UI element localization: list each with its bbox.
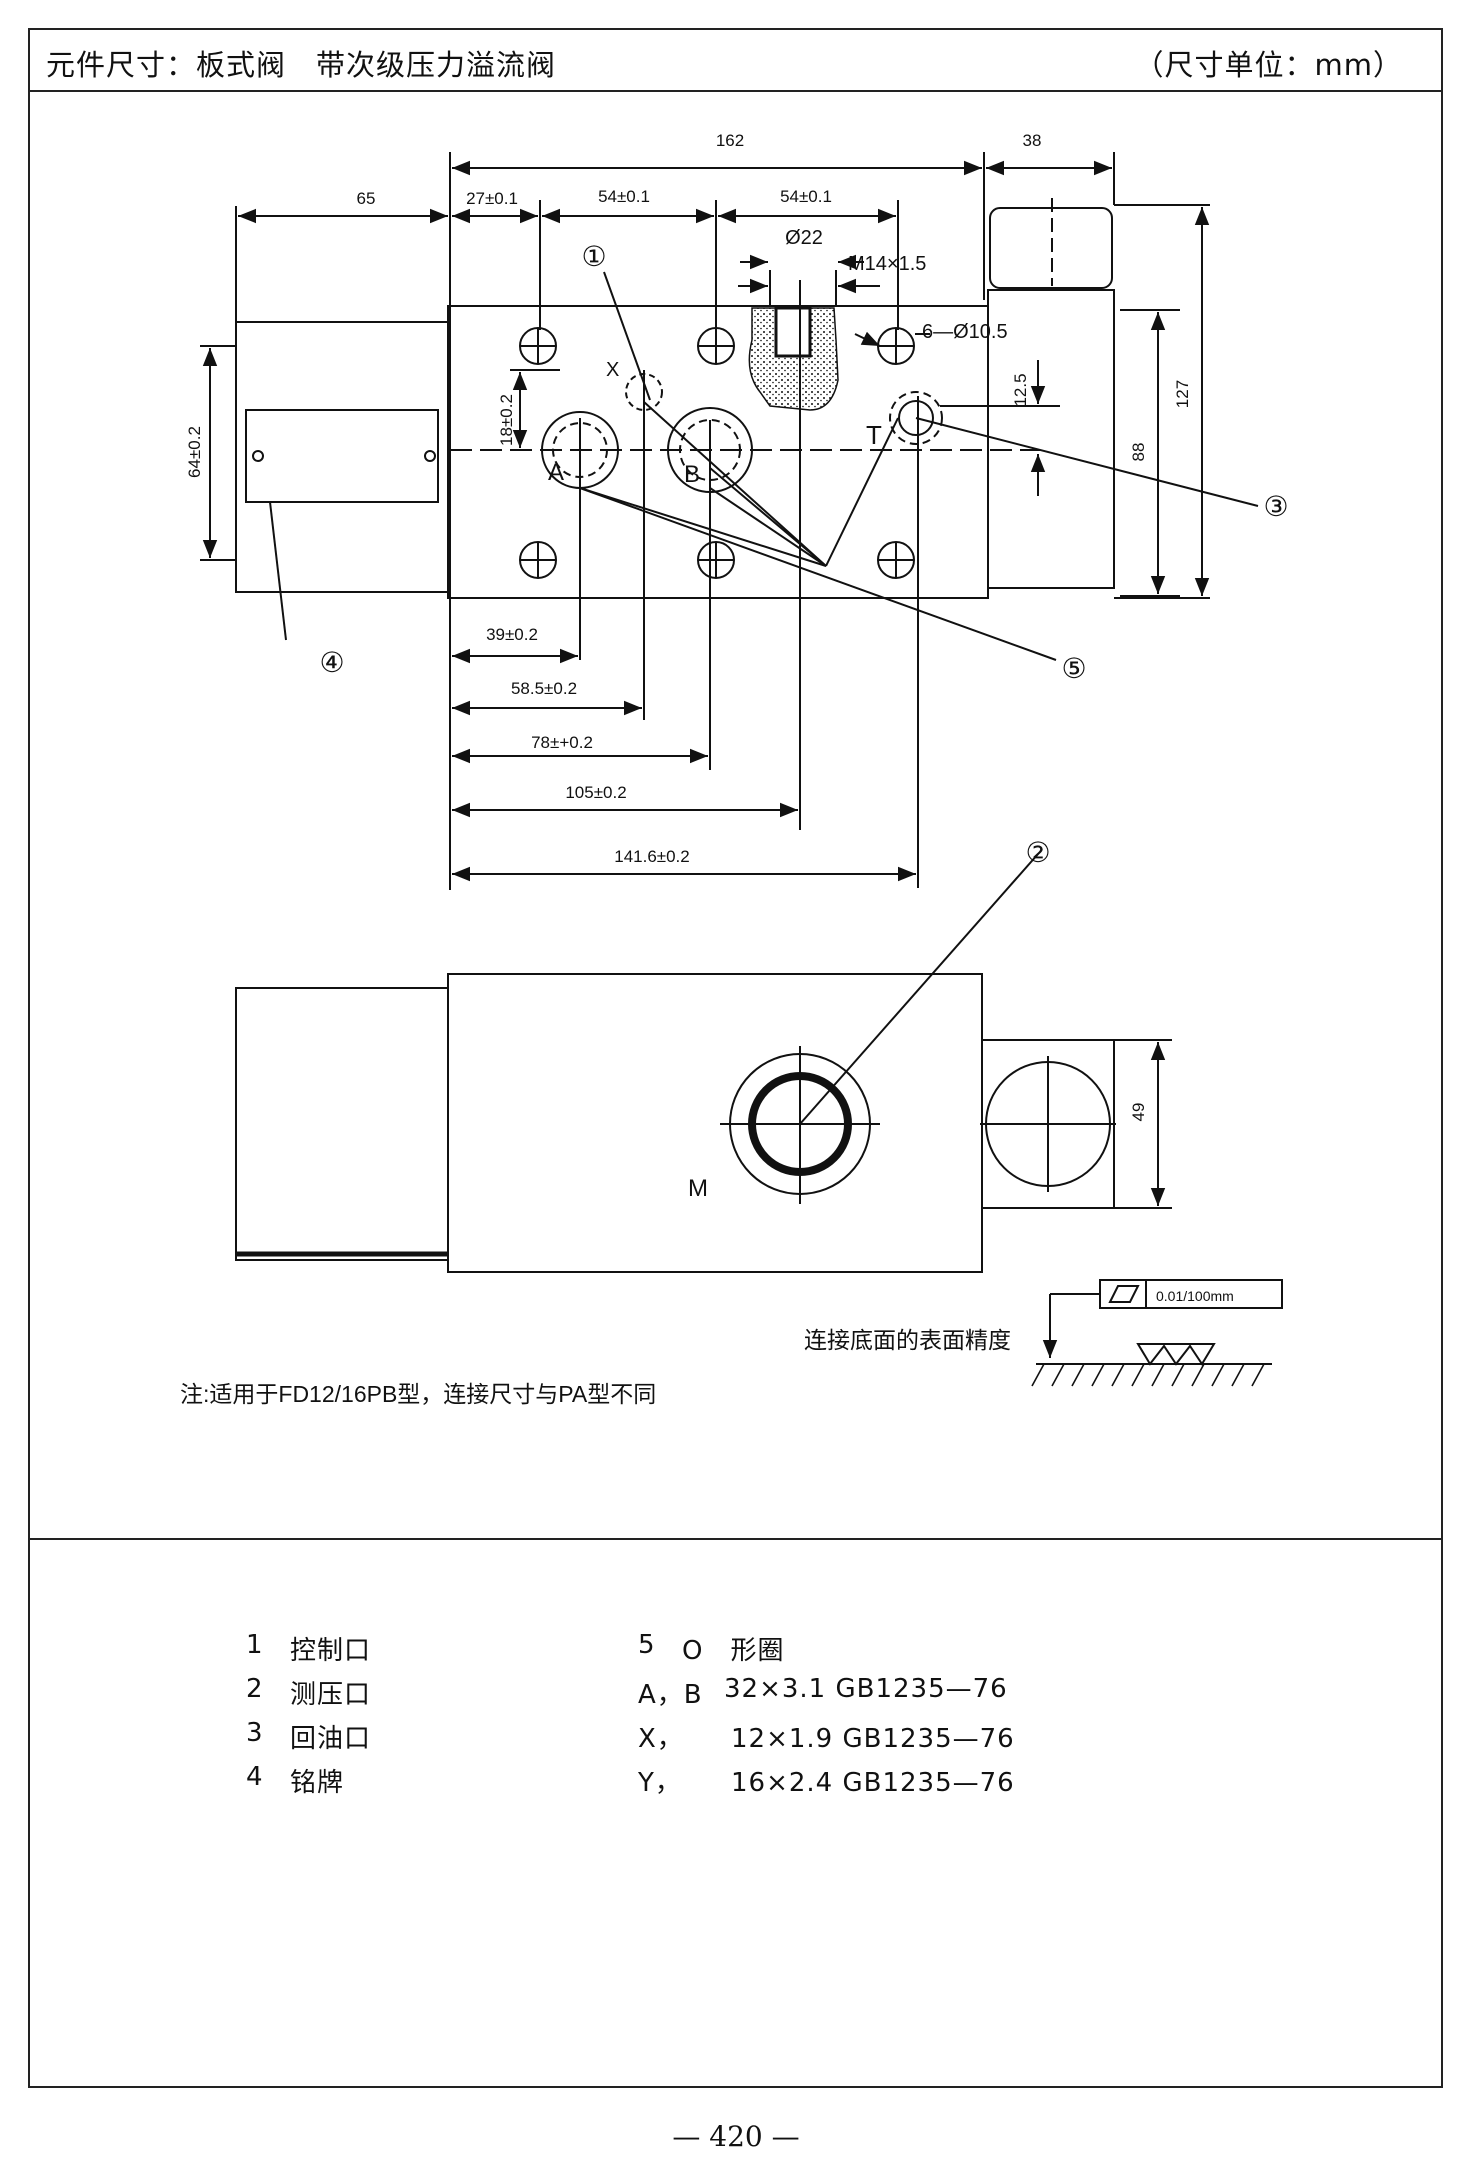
page-title: 元件尺寸：板式阀 带次级压力溢流阀 bbox=[46, 48, 557, 82]
callout-3: ③ bbox=[1263, 491, 1288, 522]
callout-2: ② bbox=[1025, 837, 1050, 868]
dim-27: 27±0.1 bbox=[466, 189, 518, 208]
dim-39: 39±0.2 bbox=[486, 625, 538, 644]
side-view bbox=[235, 853, 1172, 1273]
legend-spec-ab: 32×3.1 GB1235—76 bbox=[724, 1674, 1008, 1704]
flatness-value: 0.01/100mm bbox=[1156, 1288, 1234, 1304]
legend-label-3: 回油口 bbox=[290, 1724, 372, 1754]
note-text: 注:适用于FD12/16PB型，连接尺寸与PA型不同 bbox=[180, 1381, 656, 1407]
legend-num-2: 2 bbox=[246, 1674, 264, 1704]
legend-label-4: 铭牌 bbox=[290, 1768, 345, 1798]
legend-spec-5: O 形圈 bbox=[682, 1636, 785, 1666]
port-t-label: T bbox=[866, 420, 882, 450]
dim-12-5: 12.5 bbox=[1011, 373, 1030, 406]
legend-label-2: 测压口 bbox=[290, 1680, 372, 1710]
unit-label: （尺寸单位：mm） bbox=[1134, 48, 1403, 82]
legend-key-x: X， bbox=[638, 1724, 684, 1754]
dim-127: 127 bbox=[1173, 380, 1192, 408]
right-adjuster bbox=[987, 289, 1115, 589]
dim-162: 162 bbox=[716, 131, 744, 150]
legend-spec-y: 16×2.4 GB1235—76 bbox=[704, 1768, 1015, 1798]
dim-49: 49 bbox=[1129, 1103, 1148, 1122]
left-solenoid-box bbox=[235, 321, 449, 593]
dim-thread: M14×1.5 bbox=[848, 253, 926, 275]
legend-spec-x: 12×1.9 GB1235—76 bbox=[704, 1724, 1015, 1754]
dim-38: 38 bbox=[1023, 131, 1042, 150]
dim-54b: 54±0.1 bbox=[780, 187, 832, 206]
header-bar: 元件尺寸：板式阀 带次级压力溢流阀 （尺寸单位：mm） bbox=[28, 28, 1443, 92]
mounting-holes bbox=[519, 327, 915, 579]
port-m-label: M bbox=[688, 1175, 708, 1202]
legend-label-1: 控制口 bbox=[290, 1636, 372, 1666]
callout-1: ① bbox=[581, 241, 606, 272]
dim-78: 78±+0.2 bbox=[531, 733, 593, 752]
dim-105: 105±0.2 bbox=[565, 783, 626, 802]
valve-body bbox=[447, 305, 989, 599]
legend-num-3: 3 bbox=[246, 1718, 264, 1748]
dim-88: 88 bbox=[1129, 443, 1148, 462]
callout-5: ⑤ bbox=[1061, 653, 1086, 684]
port-circles bbox=[541, 373, 943, 493]
top-view bbox=[200, 152, 1259, 890]
dim-18: 18±0.2 bbox=[497, 394, 516, 446]
surface-finish-symbol bbox=[1031, 1279, 1283, 1387]
page-frame bbox=[28, 28, 1443, 2088]
side-body bbox=[447, 973, 983, 1273]
callout-4: ④ bbox=[319, 647, 344, 678]
nameplate bbox=[245, 409, 439, 503]
legend-key-y: Y， bbox=[638, 1768, 682, 1798]
dim-141-6: 141.6±0.2 bbox=[614, 847, 690, 866]
dim-holes: 6—Ø10.5 bbox=[922, 321, 1008, 343]
dim-64: 64±0.2 bbox=[185, 426, 204, 478]
surface-label: 连接底面的表面精度 bbox=[804, 1327, 1011, 1353]
legend-num-4: 4 bbox=[246, 1762, 264, 1792]
dim-58-5: 58.5±0.2 bbox=[511, 679, 577, 698]
page-number: — 420 — bbox=[672, 2120, 800, 2153]
legend-num-1: 1 bbox=[246, 1630, 264, 1660]
dim-phi22: Ø22 bbox=[785, 227, 823, 249]
technical-drawing: 162 38 65 27±0.1 54±0.1 54±0.1 Ø22 M14×1… bbox=[180, 131, 1289, 1407]
legend-key-ab: A，B bbox=[638, 1680, 703, 1710]
dim-54a: 54±0.1 bbox=[598, 187, 650, 206]
side-solenoid bbox=[235, 987, 449, 1261]
legend-key-5: 5 bbox=[638, 1630, 656, 1660]
dim-65: 65 bbox=[357, 189, 376, 208]
port-x-label: X bbox=[606, 359, 619, 381]
port-a-label: A bbox=[548, 459, 564, 486]
port-b-label: B bbox=[684, 461, 700, 488]
section-divider bbox=[28, 1538, 1443, 1540]
